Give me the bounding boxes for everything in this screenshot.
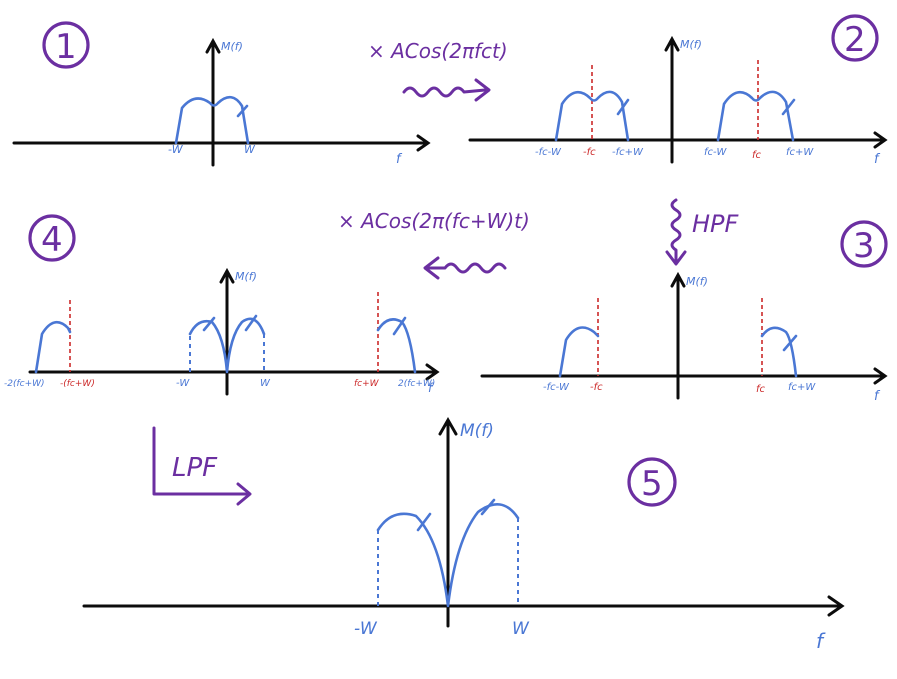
f-axis-arrow	[827, 595, 845, 617]
label-w: W	[244, 143, 256, 156]
mf-label: M(f)	[686, 275, 708, 288]
label-fc: fc	[752, 150, 762, 161]
mf-label: M(f)	[221, 40, 243, 53]
label-fc-plus-w: fc+W	[788, 382, 816, 393]
mf-axis-arrow	[670, 271, 686, 288]
label-fc: fc	[756, 384, 766, 395]
step-circle-5	[627, 457, 677, 507]
shifted-spectrum-pos	[716, 90, 795, 142]
label-neg-fc: -fc	[590, 382, 603, 393]
mf-axis-arrow	[438, 416, 458, 436]
mf-label: M(f)	[680, 38, 702, 51]
lpf-label: LPF	[172, 453, 218, 483]
operation-multiply-fc-plus-w: × ACos(2π(fc+W)t)	[338, 209, 530, 280]
f-label: f	[396, 152, 403, 167]
panel-3: 3 M(f) -fc-W -fc fc fc+W f	[480, 220, 888, 404]
spectrum-tick	[616, 98, 630, 116]
mf-label: M(f)	[235, 270, 257, 283]
label-neg-fc-w: -fc-W	[543, 382, 570, 393]
step-circle-4	[28, 214, 76, 262]
spectrum-tick	[392, 316, 407, 336]
label-fc-minus-w: fc-W	[704, 147, 727, 158]
label-neg-w: -W	[354, 619, 378, 639]
lpf-arrow-path	[152, 426, 250, 496]
label-fc-plus-w: fc+W	[786, 147, 814, 158]
panel-2: 2 M(f) -fc-W -fc -fc+W fc-W fc fc+W f	[468, 14, 888, 167]
f-axis-arrow	[873, 131, 888, 149]
panel-1: 1 M(f) -W W f	[12, 21, 431, 167]
baseband-spectrum	[174, 95, 250, 145]
inverted-baseband	[188, 317, 266, 374]
mf-label: M(f)	[460, 421, 494, 441]
mf-axis-arrow	[205, 37, 221, 54]
f-label: f	[874, 389, 881, 404]
step-circle-3	[840, 220, 888, 268]
shifted-spectrum-neg	[554, 90, 630, 142]
label-neg-fc: -fc	[583, 147, 596, 158]
spectrum-tick	[244, 314, 258, 332]
squiggle-arrow-left	[426, 262, 507, 274]
step-circle-1	[42, 21, 90, 69]
spectrum-tick	[480, 498, 496, 516]
spectrum-copy-neg	[34, 320, 72, 374]
spectrum-tick	[781, 98, 796, 116]
label-2-fc-w: 2(fc+W)	[398, 379, 435, 389]
panel-4: 4 M(f) -2(fc+W) -(fc+W) -W W fc+W 2(fc+W…	[4, 214, 440, 396]
f-label: f	[428, 381, 434, 395]
upper-sideband-pos	[760, 326, 798, 378]
step-circle-2	[831, 14, 879, 62]
spectrum-copy-pos	[376, 318, 417, 374]
label-neg-fc-w: -fc-W	[535, 147, 562, 158]
label-w: W	[260, 378, 271, 389]
arrow-head-right	[474, 78, 491, 102]
squiggle-arrow-down	[670, 198, 682, 264]
label-neg-w: -W	[176, 378, 190, 389]
f-axis-arrow	[425, 363, 440, 381]
label-neg-fc-plus-w: -fc+W	[612, 147, 644, 158]
upper-sideband-neg	[558, 326, 600, 378]
f-label: f	[816, 629, 826, 653]
multiply-carrier-label: × ACos(2πfct)	[368, 39, 508, 63]
label-w: W	[512, 619, 530, 639]
arrow-head-lpf	[236, 482, 252, 506]
mf-axis-arrow	[219, 267, 235, 284]
spectrum-tick	[416, 512, 432, 532]
spectrum-tick	[202, 316, 216, 332]
label-neg-2-fc-w: -2(fc+W)	[4, 379, 45, 389]
hpf-label: HPF	[692, 210, 740, 238]
step-number-4: 4	[41, 220, 63, 260]
spectrum-tick	[782, 334, 798, 352]
arrow-head-left	[423, 256, 440, 280]
step-number-1: 1	[55, 27, 77, 67]
arrow-head-down	[665, 250, 687, 266]
panel-5: 5 M(f) -W W f	[82, 416, 845, 653]
operation-hpf: HPF	[665, 198, 740, 266]
step-number-5: 5	[641, 464, 663, 504]
label-fc-w: fc+W	[354, 379, 380, 389]
label-neg-w: -W	[168, 143, 184, 156]
step-number-3: 3	[853, 226, 875, 266]
label-neg-fc-w: -(fc+W)	[60, 379, 95, 389]
multiply-fcw-label: × ACos(2π(fc+W)t)	[338, 209, 530, 233]
f-axis-arrow	[873, 367, 888, 385]
spectrum-tick	[236, 104, 249, 118]
operation-lpf: LPF	[152, 426, 252, 506]
f-axis-arrow	[416, 134, 431, 152]
operation-multiply-carrier: × ACos(2πfct)	[368, 39, 508, 102]
mf-axis-arrow	[664, 35, 680, 52]
f-label: f	[874, 152, 881, 167]
squiggle-arrow-right	[402, 86, 487, 98]
step-number-2: 2	[844, 20, 866, 60]
